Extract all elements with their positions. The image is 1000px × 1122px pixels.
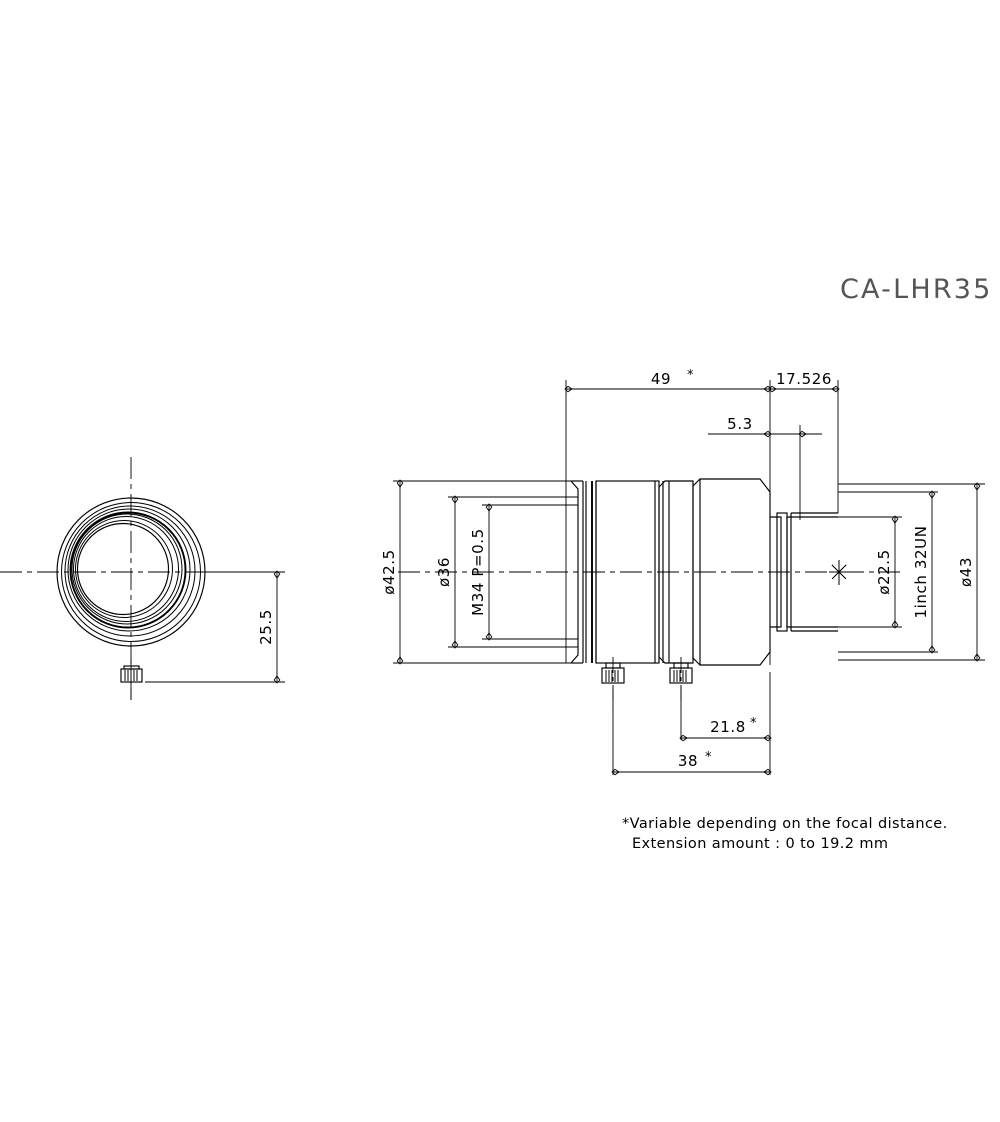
side-view-dim-label-d22_5: ø22.5: [875, 549, 893, 595]
side-view-dimension-thread-1inch: 1inch 32UN: [912, 490, 936, 654]
side-view: 49 * 17.526 5.3: [380, 368, 985, 776]
side-view-right-extension-lines: [787, 483, 985, 661]
side-view-dim-label-49: 49: [651, 370, 671, 388]
side-view-dim-label-38: 38: [678, 752, 698, 770]
page-title: CA-LHR35: [840, 274, 993, 305]
front-view-rings: [56, 497, 206, 647]
side-view-dim-label-5_3: 5.3: [727, 415, 753, 433]
side-view-dim-label-17_526: 17.526: [776, 370, 832, 388]
side-view-dim-label-d36: ø36: [435, 557, 453, 587]
side-view-dim-label-d43: ø43: [957, 557, 975, 587]
drawing-notes: *Variable depending on the focal distanc…: [622, 816, 948, 852]
side-view-top-extension-lines: [565, 380, 839, 665]
front-view-thumbscrew: [120, 660, 143, 700]
side-view-dim-marker-49: *: [687, 368, 694, 383]
side-view-dimension-49: 49 *: [564, 368, 772, 393]
side-view-dimension-d36: ø36: [435, 495, 459, 649]
side-view-dim-label-21_8: 21.8: [710, 718, 746, 736]
side-view-dim-label-d42_5: ø42.5: [380, 549, 398, 595]
note-line-1: *Variable depending on the focal distanc…: [622, 816, 948, 832]
front-view: 25.5: [0, 457, 285, 700]
side-view-bottom-extension-lines: [612, 672, 771, 775]
side-view-dimension-5_3: 5.3: [708, 415, 822, 438]
side-view-barrel-segment-2: [658, 480, 694, 664]
note-line-2: Extension amount : 0 to 19.2 mm: [632, 836, 888, 852]
side-view-dim-label-m34: M34 P=0.5: [469, 528, 487, 616]
front-view-dimension-25_5: 25.5: [145, 570, 285, 684]
side-view-dim-marker-38: *: [705, 750, 712, 765]
front-view-dim-label-25_5: 25.5: [257, 609, 275, 645]
side-view-dimension-m34: M34 P=0.5: [469, 503, 493, 641]
side-view-left-extension-lines: [393, 480, 578, 664]
side-view-dimension-21_8: 21.8 *: [679, 716, 772, 742]
side-view-dimension-17_526: 17.526: [768, 370, 840, 393]
side-view-dim-marker-21_8: *: [750, 716, 757, 731]
side-view-dimension-d42_5: ø42.5: [380, 479, 404, 665]
side-view-dimension-38: 38 *: [611, 750, 772, 776]
side-view-dim-label-thread-1inch: 1inch 32UN: [912, 525, 930, 618]
side-view-dimension-d22_5: ø22.5: [875, 515, 899, 629]
side-view-dimension-d43: ø43: [957, 482, 981, 662]
